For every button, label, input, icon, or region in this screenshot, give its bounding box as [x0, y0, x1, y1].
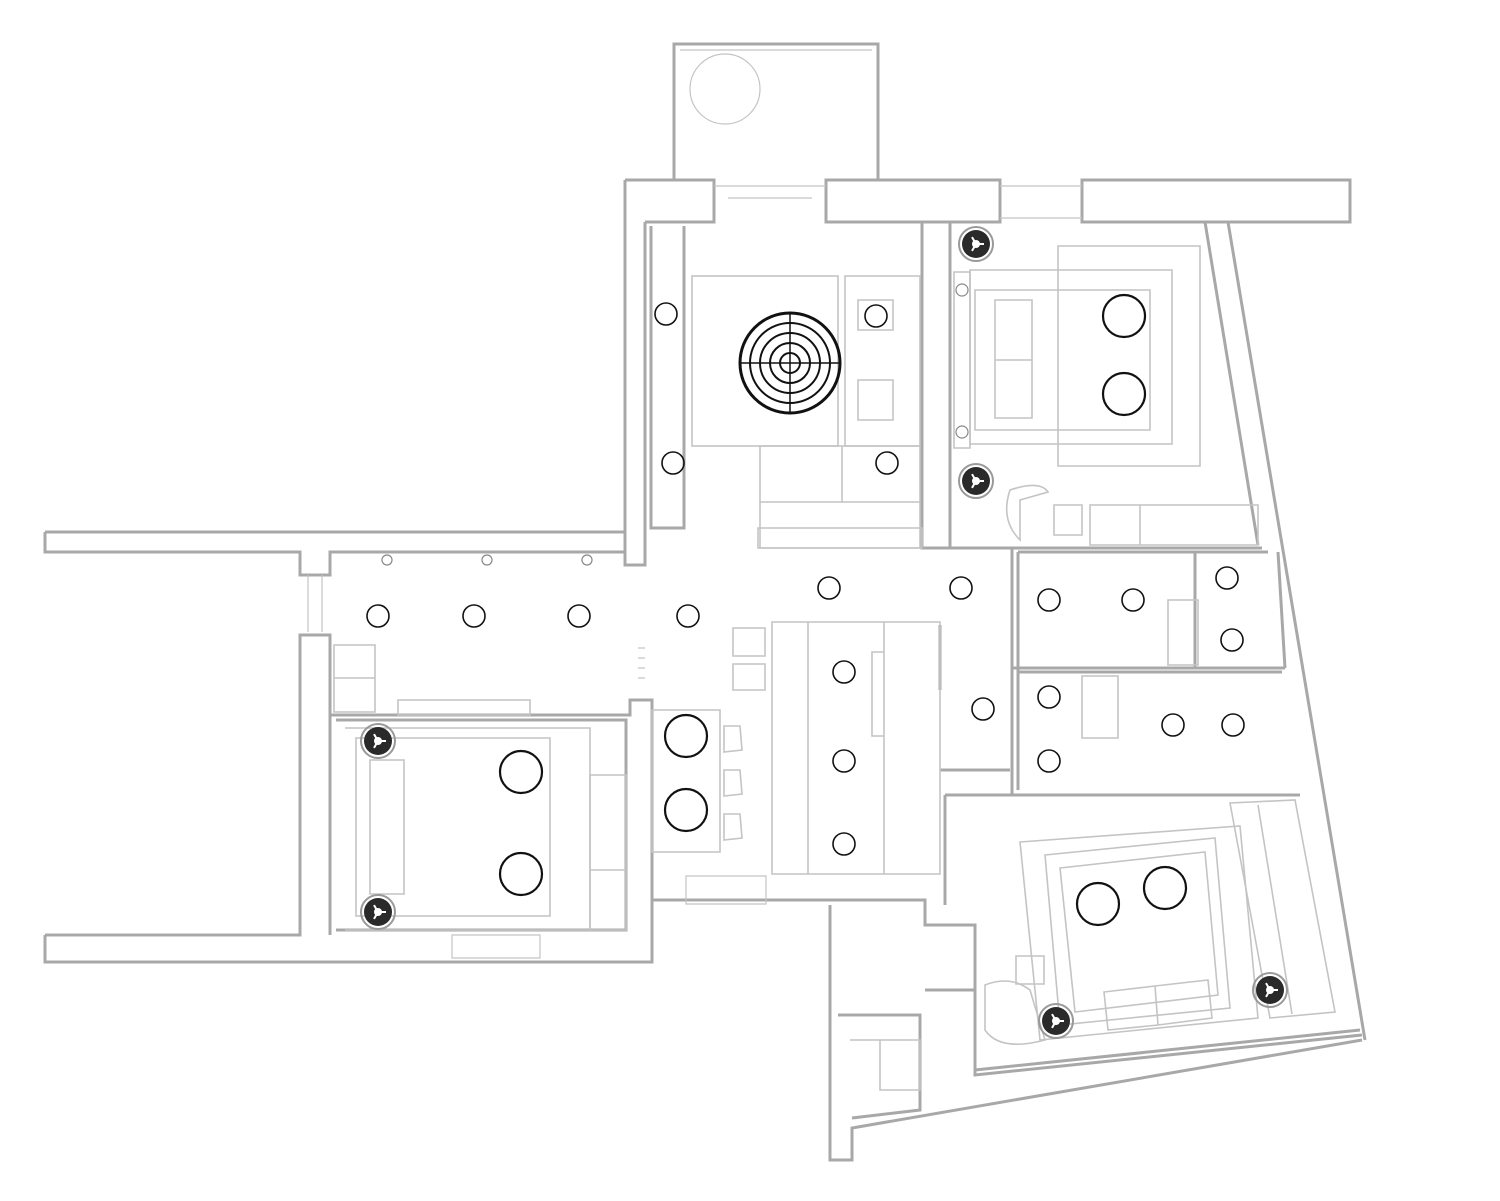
west-lower-wall: [43, 633, 654, 964]
top-window-2: [714, 185, 826, 199]
pendant-light-icon: [498, 749, 544, 795]
wall-sconce-icon: [958, 226, 994, 262]
kitchen-dots: [638, 647, 645, 679]
dining-chairs: [723, 725, 743, 841]
wall-sconce-icon: [958, 463, 994, 499]
top-wall-right: [1080, 178, 1352, 224]
downlight-icon: [567, 604, 591, 628]
downlight-icon: [832, 660, 856, 684]
bath1-vanity: [1167, 599, 1199, 666]
pendant-light-icon: [1075, 881, 1121, 927]
bedroom1-bed: [355, 737, 551, 917]
bedroom1-door: [451, 934, 541, 959]
bath-block: [1010, 548, 1295, 797]
downlight-icon: [864, 304, 888, 328]
entry-cabinet: [850, 1039, 921, 1091]
bedroom3-bed: [1044, 837, 1231, 1026]
armchairs: [732, 627, 766, 691]
bedside-lamp-icon: [955, 283, 969, 297]
closet-left: [649, 226, 686, 530]
wall-sconce-icon: [360, 723, 396, 759]
bedroom1-wardrobe: [589, 774, 627, 931]
bedroom3-wardrobe: [1229, 799, 1336, 1019]
downlight-icon: [949, 576, 973, 600]
east-angled-wall: [1203, 221, 1367, 1041]
downlight-icon: [832, 749, 856, 773]
top-window: [1000, 185, 1082, 219]
pendant-light-icon: [1142, 865, 1188, 911]
pendant-light-icon: [1101, 293, 1147, 339]
bedroom2-chair: [1005, 484, 1050, 542]
downlight-icon: [1215, 566, 1239, 590]
downlight-icon: [1037, 685, 1061, 709]
hall-cabinet: [333, 644, 376, 713]
downlight-icon: [1220, 628, 1244, 652]
bedside-lamp-icon: [955, 425, 969, 439]
wall-sconce-icon: [360, 894, 396, 930]
furniture: [333, 53, 1336, 1091]
kitchen-bottom: [652, 898, 1363, 1077]
wall-sconce-icon: [1038, 1003, 1074, 1039]
ceiling-spot-icon: [581, 554, 593, 566]
pendant-light-icon: [663, 787, 709, 833]
kitchen-door: [685, 875, 767, 905]
living-left-wall: [623, 180, 647, 567]
bedroom2-walls: [920, 222, 952, 550]
center-stub: [938, 625, 1010, 772]
bedroom1-frame: [345, 727, 591, 931]
wall-sconce-icon: [1252, 972, 1288, 1008]
downlight-icon: [1221, 713, 1245, 737]
south-walls: [828, 905, 1363, 1162]
top-wall-mid: [824, 178, 1002, 224]
bedroom3-pillows: [1103, 979, 1213, 1031]
bedroom3-top: [943, 793, 1300, 905]
bedroom2-nightstands: [953, 271, 971, 449]
downlight-icon: [676, 604, 700, 628]
entry-bench: [757, 527, 923, 549]
ceiling-spot-icon: [481, 554, 493, 566]
downlight-icon: [875, 451, 899, 475]
bedroom3-rug: [1019, 825, 1259, 1041]
bedroom3-inner: [974, 1028, 1361, 1072]
entry-closet: [838, 988, 975, 1120]
bedroom3-chair: [984, 980, 1047, 1046]
downlight-icon: [661, 451, 685, 475]
chandelier-icon: [738, 311, 842, 415]
living-sofa: [759, 445, 921, 549]
side-chairs: [844, 275, 921, 447]
balcony-outline: [672, 42, 880, 180]
west-upper-wall: [43, 530, 625, 577]
downlight-icon: [832, 832, 856, 856]
pendant-light-icon: [663, 713, 709, 759]
ceiling-spot-icon: [381, 554, 393, 566]
west-door: [307, 575, 323, 632]
pendant-light-icon: [1101, 371, 1147, 417]
pendant-light-icon: [498, 851, 544, 897]
downlight-icon: [366, 604, 390, 628]
light-fixtures: [360, 226, 1288, 1039]
downlight-icon: [817, 576, 841, 600]
downlight-icon: [1121, 588, 1145, 612]
bedroom2-rug: [1057, 245, 1201, 467]
kitchen-counter: [771, 621, 941, 875]
bedroom2-desk: [1053, 504, 1259, 546]
downlight-icon: [971, 697, 995, 721]
downlight-icon: [462, 604, 486, 628]
bedroom3-table: [1015, 955, 1045, 985]
bath2-vanity: [1081, 675, 1119, 739]
downlight-icon: [1161, 713, 1185, 737]
top-wall-left: [625, 178, 716, 224]
walls: [43, 42, 1367, 1162]
downlight-icon: [1037, 749, 1061, 773]
balcony-table: [689, 53, 761, 125]
living-rug: [691, 275, 839, 447]
downlight-icon: [1037, 588, 1061, 612]
bath-divider: [1016, 550, 1268, 790]
downlight-icon: [654, 302, 678, 326]
hall-shelf: [397, 699, 531, 716]
bedroom2-bed: [969, 269, 1173, 445]
dining-table: [651, 709, 721, 853]
